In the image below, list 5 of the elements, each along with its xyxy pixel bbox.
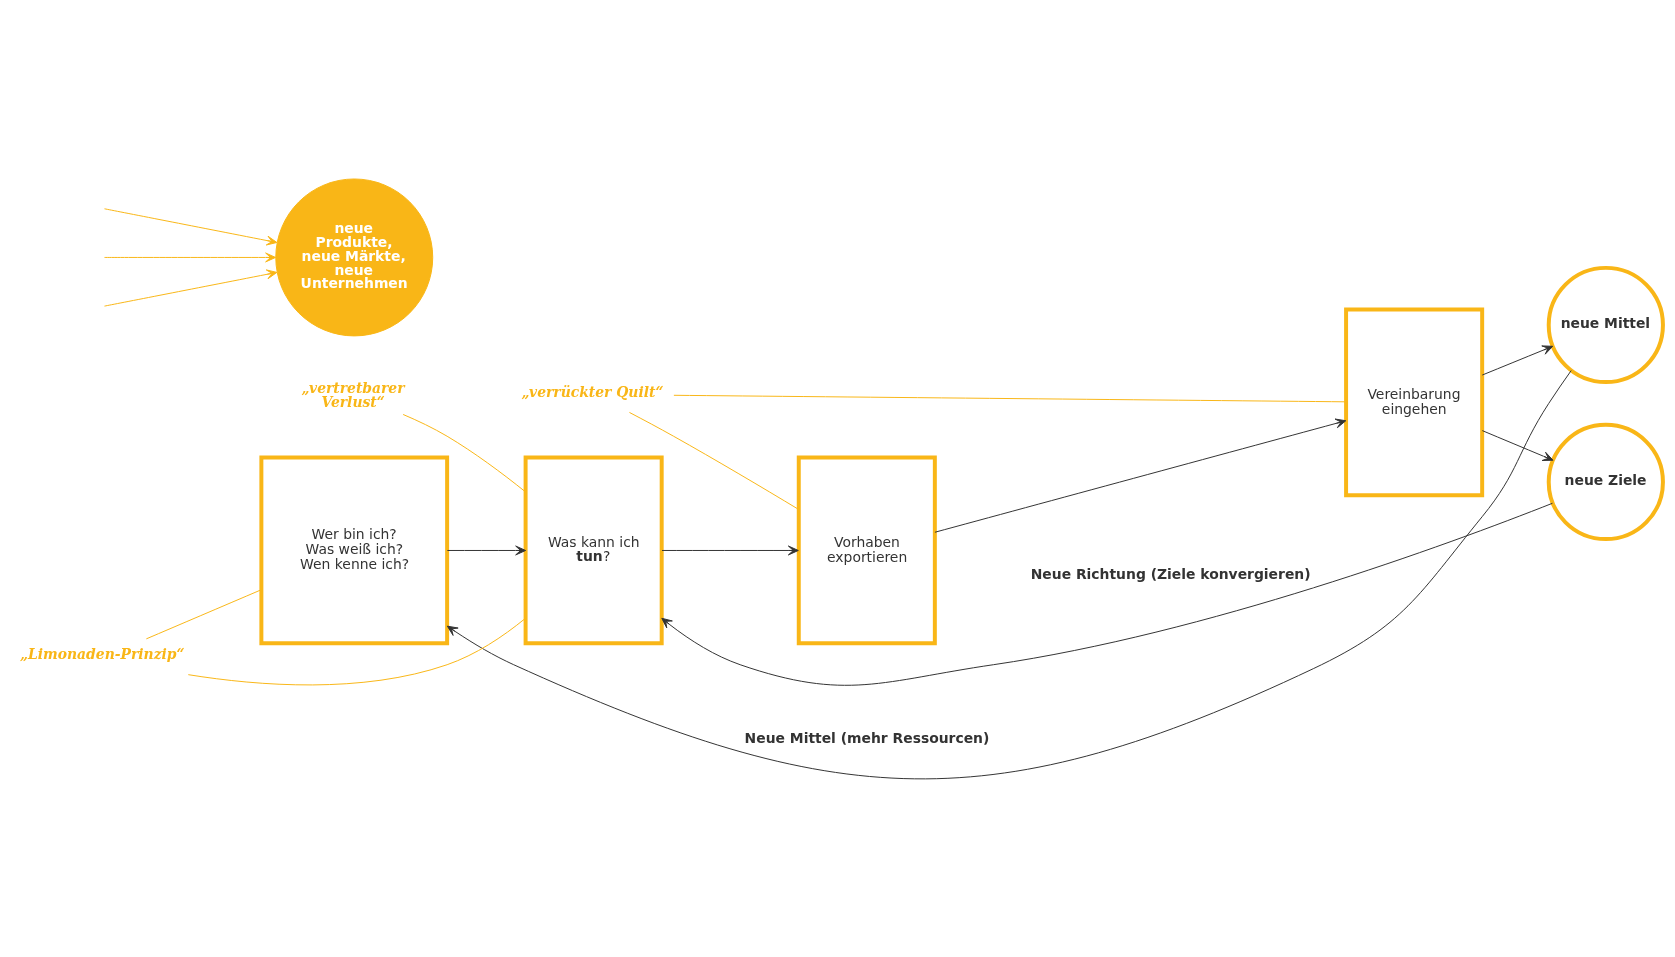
node-text: „verrückter Quilt“ xyxy=(521,383,664,400)
node-text: „vertretbarer Verlust“ xyxy=(301,379,405,410)
node-text: „Limonaden-Prinzip“ xyxy=(20,645,185,662)
edge-label: Neue Richtung (Ziele konvergieren) xyxy=(1030,565,1311,582)
edge-label: Neue Mittel (mehr Ressourcen) xyxy=(744,729,990,746)
